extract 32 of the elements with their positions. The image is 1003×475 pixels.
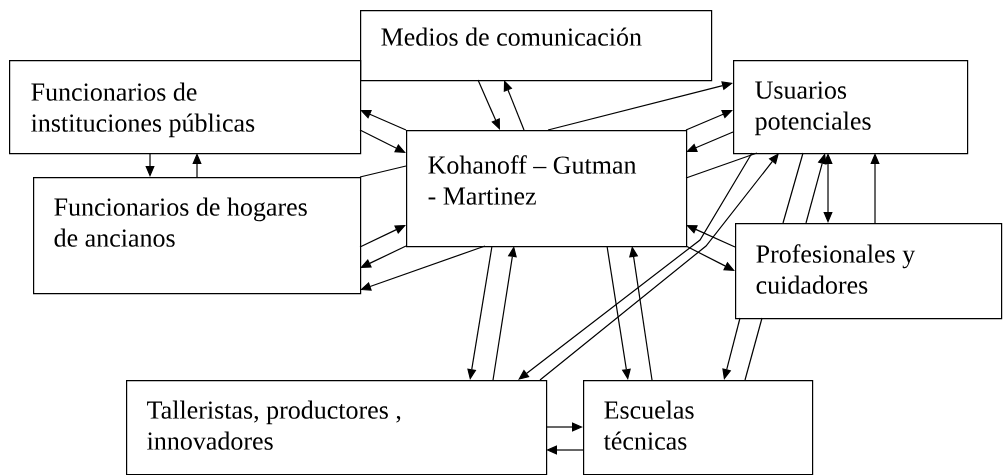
arrow bbox=[492, 246, 517, 381]
arrow bbox=[503, 80, 525, 131]
arrow bbox=[686, 131, 734, 152]
arrow bbox=[359, 129, 406, 153]
arrow bbox=[477, 79, 500, 130]
connector-line bbox=[359, 165, 407, 178]
arrow bbox=[360, 245, 486, 291]
arrow bbox=[518, 152, 753, 380]
arrow bbox=[360, 110, 407, 131]
process-box: Funcionarios de instituciones públicas bbox=[9, 60, 362, 155]
arrow bbox=[685, 110, 733, 131]
arrow bbox=[805, 153, 827, 224]
process-box: Escuelas técnicas bbox=[583, 380, 814, 475]
arrow bbox=[722, 317, 741, 380]
connector-line bbox=[782, 152, 804, 224]
arrow bbox=[467, 245, 493, 380]
arrow bbox=[629, 246, 653, 381]
process-box: Kohanoff – Gutman - Martinez bbox=[406, 130, 688, 248]
arrow bbox=[606, 245, 631, 380]
arrow bbox=[359, 225, 406, 248]
arrow bbox=[686, 225, 736, 248]
process-box: Medios de comunicación bbox=[360, 10, 713, 82]
arrow bbox=[547, 81, 733, 131]
arrow bbox=[539, 153, 779, 381]
connector-line bbox=[685, 152, 758, 179]
arrow bbox=[685, 245, 735, 271]
arrow bbox=[360, 245, 407, 268]
connector-line bbox=[744, 317, 763, 381]
process-box: Profesionales y cuidadores bbox=[735, 223, 1003, 320]
process-box: Funcionarios de hogares de ancianos bbox=[33, 177, 362, 295]
process-box: Talleristas, productores , innovadores bbox=[126, 380, 548, 475]
process-box: Usuarios potenciales bbox=[733, 60, 969, 155]
